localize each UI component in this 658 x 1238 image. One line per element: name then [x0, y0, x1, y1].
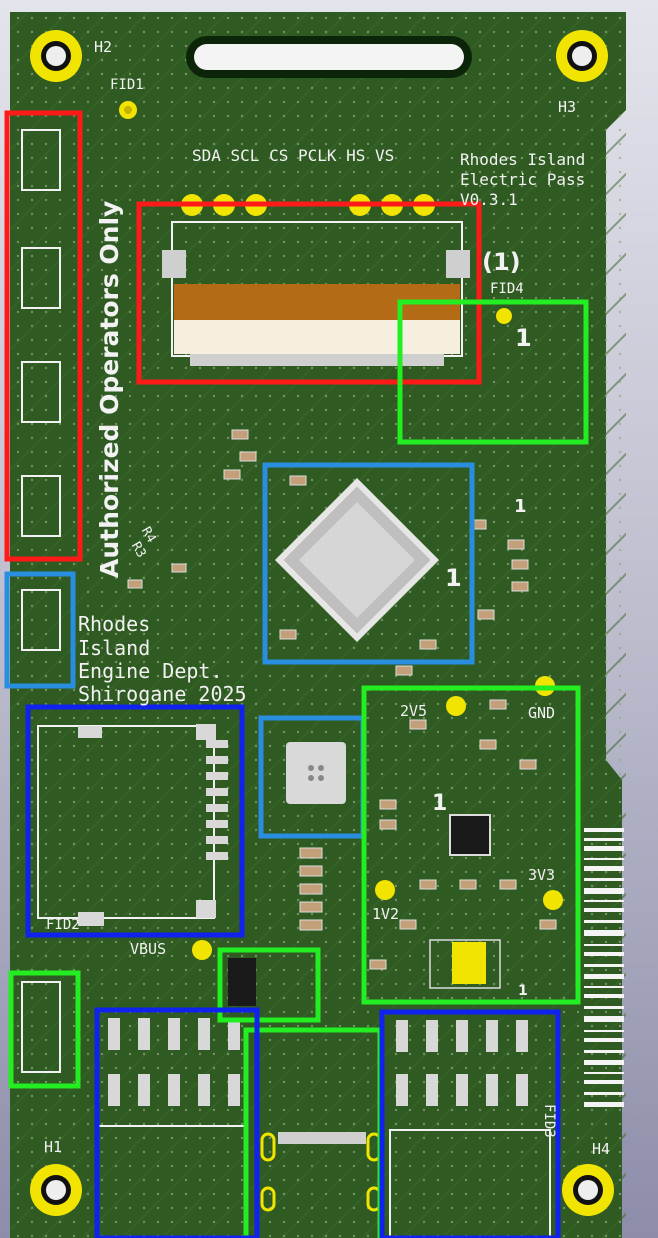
label-fid3: FID3 [541, 1104, 557, 1138]
dept-line3: Engine Dept. [78, 659, 223, 683]
dept-line1: Rhodes [78, 612, 151, 636]
pin1-marker: 1 [445, 564, 462, 592]
highlight-switch-right-darkblue [379, 1009, 561, 1238]
highlight-module-darkblue [25, 704, 245, 938]
version-label: V0.3.1 [460, 190, 518, 209]
side-buttons [21, 129, 61, 1073]
label-2v5: 2V5 [400, 702, 428, 720]
barcode [584, 828, 624, 1107]
highlight-charger-green [217, 947, 321, 1023]
highlight-mcu-lightblue [262, 462, 475, 665]
test-point-2v5 [446, 696, 466, 716]
highlight-buttons-red [4, 110, 83, 562]
header-pin-labels: SDA SCL CS PCLK HS VS [192, 146, 395, 165]
product-name-line2: Electric Pass [460, 170, 586, 189]
highlight-power-green [361, 685, 581, 1005]
highlight-reset-green [8, 970, 81, 1089]
pin1-marker: 1 [518, 983, 528, 999]
label-h2: H2 [94, 38, 113, 56]
bottom-switches [108, 1018, 528, 1106]
mounting-hole-h4 [562, 1164, 614, 1216]
label-3v3: 3V3 [528, 866, 556, 884]
test-point-vbus [192, 940, 212, 960]
mcu-chip [274, 477, 440, 643]
highlight-fpc-red [136, 201, 482, 385]
label-fid4: FID4 [490, 281, 524, 297]
fiducial-fid4 [496, 308, 512, 324]
power-section-parts [228, 814, 501, 1006]
pin1-marker: 1 [514, 496, 527, 517]
dept-line2: Island [78, 636, 151, 660]
label-fid2: FID2 [46, 917, 80, 933]
label-h1: H1 [44, 1138, 63, 1156]
connector-pin-note: (1) [482, 248, 521, 276]
mounting-hole-h1 [30, 1164, 82, 1216]
product-name-line1: Rhodes Island [460, 150, 586, 169]
mounting-hole-h3 [556, 30, 608, 82]
label-1v2: 1V2 [372, 905, 400, 923]
label-h3: H3 [558, 98, 577, 116]
side-vertical-text: Authorized Operators Only [95, 200, 124, 578]
dept-line4: Shirogane 2025 [78, 682, 247, 706]
test-point-3v3 [543, 890, 563, 910]
label-vbus: VBUS [130, 940, 167, 958]
highlight-button-lightblue [4, 571, 76, 689]
highlight-regulator-green [397, 299, 589, 445]
test-point-1v2 [375, 880, 395, 900]
passive-components [127, 429, 557, 970]
pin1-marker: 1 [432, 791, 448, 816]
label-fid1: FID1 [110, 77, 144, 93]
label-h4: H4 [592, 1140, 611, 1158]
pin1-marker: 1 [515, 324, 532, 352]
sensor-chip [286, 742, 346, 804]
mounting-hole-h2 [30, 30, 82, 82]
highlight-switch-left-darkblue [94, 1007, 260, 1238]
label-gnd: GND [528, 704, 556, 722]
